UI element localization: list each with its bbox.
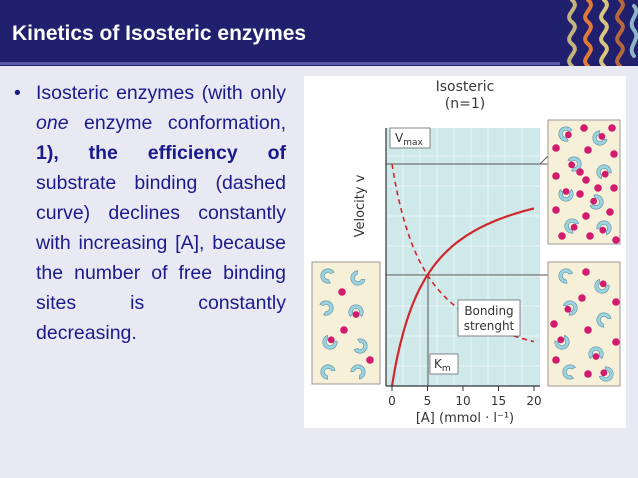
substrate-dot	[586, 232, 594, 240]
substrate-dot	[594, 184, 602, 192]
substrate-dot	[550, 320, 558, 328]
text-emphasis-one: one	[36, 112, 69, 134]
enzyme-glyph	[320, 364, 336, 380]
bullet-marker: •	[14, 82, 21, 104]
enzyme-glyph	[596, 312, 612, 328]
protein-structure-image	[560, 0, 638, 66]
enzyme-glyph	[592, 130, 608, 146]
substrate-dot	[340, 326, 348, 334]
enzyme-glyph	[319, 300, 334, 316]
title-accent-line	[0, 62, 638, 65]
x-tick-label: 20	[526, 394, 541, 408]
km-label-box	[429, 353, 459, 375]
bonding-label-line1: Bonding	[464, 304, 513, 318]
x-tick-label: 0	[388, 394, 396, 408]
x-tick-label: 5	[424, 394, 432, 408]
slide-title: Kinetics of Isosteric enzymes	[12, 22, 307, 45]
x-tick-labels: 0 5 10 15 20	[388, 394, 541, 408]
x-axis-label: [A] (mmol · l⁻¹)	[416, 411, 514, 426]
substrate-dot	[582, 176, 590, 184]
text-part-3: enzyme conformation,	[68, 112, 286, 134]
substrate-dot	[580, 124, 588, 132]
enzyme-glyph	[320, 268, 335, 284]
enzyme-glyph	[554, 334, 570, 350]
substrate-dot	[584, 326, 592, 334]
substrate-dot	[612, 298, 620, 306]
substrate-dot	[608, 124, 616, 132]
bonding-label-box	[457, 299, 521, 337]
enzyme-glyph	[350, 364, 366, 380]
figure-header-line1: Isosteric	[436, 79, 495, 95]
enzyme-glyph	[594, 278, 610, 294]
enzyme-glyph	[598, 366, 614, 382]
x-tick-label: 10	[455, 394, 470, 408]
enzyme-glyph	[564, 218, 580, 234]
enzyme-glyph	[558, 126, 573, 142]
enzyme-glyph	[322, 334, 338, 350]
substrate-dot	[552, 356, 560, 364]
x-tick-marks	[391, 386, 535, 391]
text-bold-efficiency: 1), the efficiency of	[36, 142, 286, 164]
bullet-paragraph: • Isosteric enzymes (with only one enzym…	[14, 78, 286, 348]
enzyme-glyph	[596, 164, 612, 180]
connector-vmax	[539, 155, 549, 165]
enzyme-glyph	[567, 156, 582, 172]
enzyme-glyph	[558, 188, 574, 202]
substrate-dot	[584, 370, 592, 378]
enzyme-glyph	[596, 220, 612, 236]
x-tick-label: 15	[491, 394, 506, 408]
substrate-dot	[582, 268, 590, 276]
km-label: Km	[434, 357, 451, 374]
enzyme-glyph	[562, 300, 578, 316]
bullet-text-body: Isosteric enzymes (with only one enzyme …	[36, 78, 286, 348]
substrate-dot	[558, 232, 566, 240]
enzyme-glyph	[348, 304, 364, 318]
substrate-dot	[610, 184, 618, 192]
velocity-curve	[390, 207, 535, 386]
panel-medium-substrate	[547, 261, 621, 387]
substrate-dot	[582, 212, 590, 220]
kinetics-figure: Isosteric (n=1)	[304, 76, 626, 428]
y-axis-label: Velocity v	[353, 174, 368, 237]
substrate-dot	[612, 236, 620, 244]
text-part-1: Isosteric enzymes (with only	[36, 82, 286, 104]
substrate-dot	[552, 172, 560, 180]
enzyme-glyph	[350, 270, 366, 286]
substrate-dot	[576, 190, 584, 198]
vmax-label: Vmax	[395, 131, 424, 148]
binding-strength-curve	[391, 163, 535, 343]
enzyme-glyph	[353, 338, 368, 354]
substrate-dot	[576, 168, 584, 176]
enzyme-glyph	[562, 364, 576, 380]
substrate-dot	[610, 150, 618, 158]
title-bar: Kinetics of Isosteric enzymes	[0, 0, 638, 66]
substrate-dot	[578, 294, 586, 302]
substrate-dot	[552, 144, 560, 152]
enzyme-glyph	[588, 346, 604, 360]
substrate-dot	[584, 146, 592, 154]
substrate-dot	[338, 288, 346, 296]
text-part-5: substrate binding (dashed curve) decline…	[36, 172, 286, 344]
figure-header-line2: (n=1)	[445, 96, 485, 112]
substrate-dot	[606, 208, 614, 216]
substrate-dot	[366, 356, 374, 364]
panel-low-substrate	[311, 261, 381, 385]
substrate-dot	[612, 338, 620, 346]
vmax-label-box	[389, 127, 431, 149]
bonding-label-line2: strenght	[464, 319, 515, 333]
plot-area	[386, 128, 540, 386]
panel-glyphs	[319, 124, 620, 382]
enzyme-glyph	[589, 194, 604, 210]
substrate-dot	[552, 206, 560, 214]
enzyme-glyph	[558, 268, 574, 284]
